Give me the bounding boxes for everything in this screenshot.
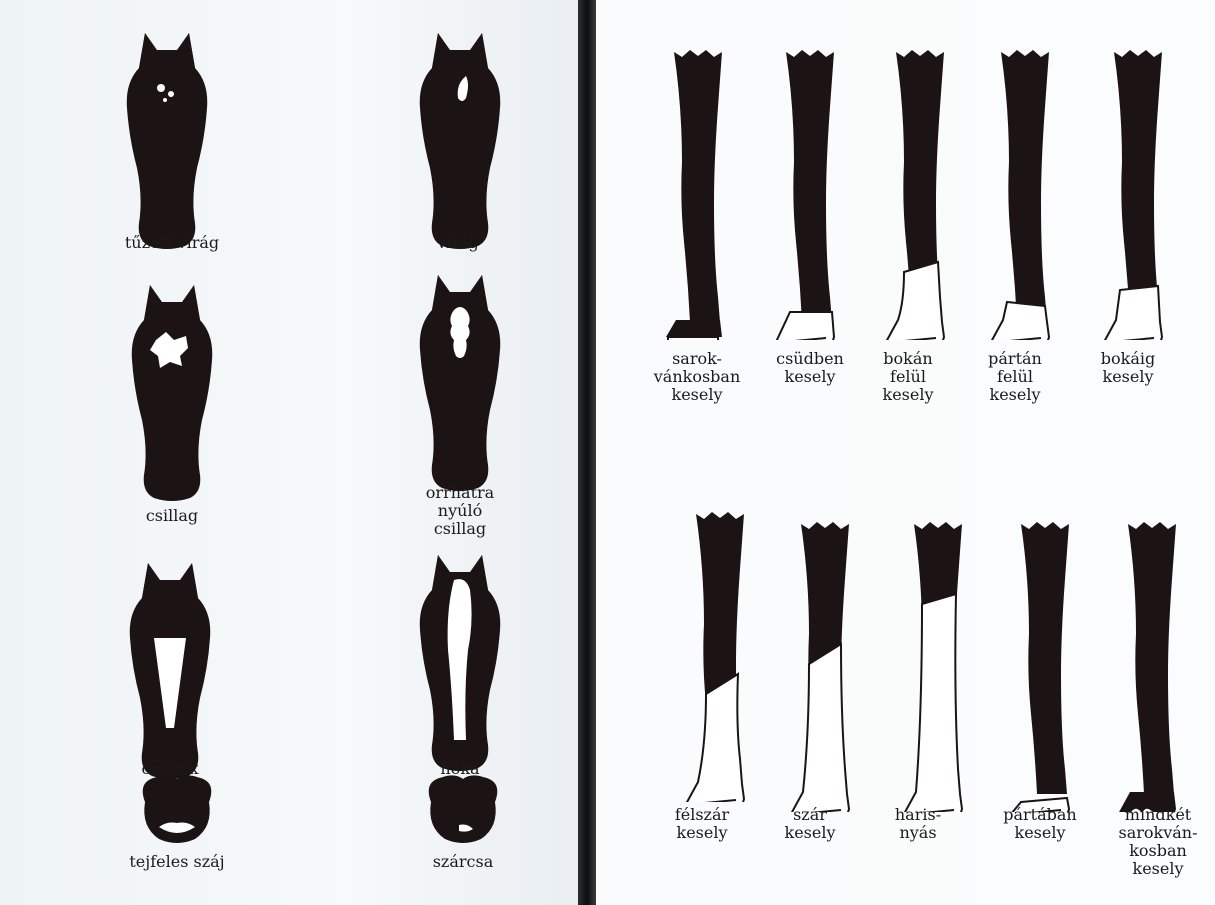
leg-label-line: vánkosban [652, 368, 742, 386]
leg-figure-csudben-kesely [770, 50, 850, 340]
leg-figure-partaban-kesely [1005, 522, 1085, 812]
leg-figure-bokaig-kesely [1098, 50, 1178, 340]
leg-label-line: pártában [995, 806, 1085, 824]
face-label-virag: virág [403, 234, 513, 252]
leg-label-line: felül [975, 368, 1055, 386]
leg-figure-felszar-kesely [680, 512, 760, 802]
leg-label-harisnyas: haris- nyás [878, 806, 958, 842]
face-label-orrhatra-nyulo-csillag: orrhátra nyúló csillag [410, 484, 510, 538]
leg-label-line: kosban [1108, 842, 1208, 860]
leg-label-partaban-kesely: pártában kesely [995, 806, 1085, 842]
leg-label-line: csüdben [770, 350, 850, 368]
leg-figure-partan-felul-kesely [985, 50, 1065, 340]
leg-label-line: szár [770, 806, 850, 824]
book-spine [578, 0, 596, 905]
face-figure-virag [405, 28, 515, 258]
face-figure-tuzott-virag [112, 28, 222, 258]
face-figure-tejfeles-szaj [132, 772, 222, 852]
leg-label-line: nyás [878, 824, 958, 842]
face-figure-csillag [117, 280, 227, 510]
face-figure-orrhatra-nyulo-csillag [405, 270, 515, 500]
face-label-szarcsa: szárcsa [418, 853, 508, 871]
leg-label-line: pártán [975, 350, 1055, 368]
leg-label-mindket-sarokvankosban-kesely: mindkét sarokván- kosban kesely [1108, 806, 1208, 878]
leg-label-line: kesely [770, 824, 850, 842]
face-figure-orrcsik [115, 558, 225, 788]
leg-figure-harisnyas [898, 522, 978, 812]
leg-figure-sarokvankosban-kesely [658, 50, 738, 340]
leg-label-line: kesely [1088, 368, 1168, 386]
leg-label-line: bokáig [1088, 350, 1168, 368]
leg-figure-szar-kesely [785, 522, 865, 812]
leg-label-bokan-felul-kesely: bokán felül kesely [868, 350, 948, 404]
leg-label-felszar-kesely: félszár kesely [662, 806, 742, 842]
leg-label-line: kesely [770, 368, 850, 386]
leg-label-line: kesely [995, 824, 1085, 842]
leg-label-csudben-kesely: csüdben kesely [770, 350, 850, 386]
leg-label-line: bokán [868, 350, 948, 368]
leg-label-line: kesely [662, 824, 742, 842]
leg-label-line: mindkét [1108, 806, 1208, 824]
leg-figure-bokan-felul-kesely [880, 50, 960, 340]
leg-label-line: haris- [878, 806, 958, 824]
leg-label-line: felül [868, 368, 948, 386]
leg-label-line: kesely [868, 386, 948, 404]
leg-label-line: kesely [975, 386, 1055, 404]
face-label-line: csillag [410, 520, 510, 538]
face-figure-hoka [405, 550, 515, 780]
leg-label-bokaig-kesely: bokáig kesely [1088, 350, 1168, 386]
face-label-line: nyúló [410, 502, 510, 520]
leg-figure-mindket-sarokvankosban-kesely [1112, 522, 1192, 812]
face-label-csillag: csillag [117, 507, 227, 525]
leg-label-line: sarok- [652, 350, 742, 368]
leg-label-sarokvankosban-kesely: sarok- vánkosban kesely [652, 350, 742, 404]
face-label-tejfeles-szaj: tejfeles száj [112, 853, 242, 871]
face-label-line: orrhátra [410, 484, 510, 502]
leg-label-line: kesely [1108, 860, 1208, 878]
leg-label-line: kesely [652, 386, 742, 404]
leg-label-partan-felul-kesely: pártán felül kesely [975, 350, 1055, 404]
leg-label-line: félszár [662, 806, 742, 824]
face-label-tuzott-virag: tűzött virág [117, 234, 227, 252]
leg-label-line: sarokván- [1108, 824, 1208, 842]
leg-label-szar-kesely: szár kesely [770, 806, 850, 842]
face-figure-szarcsa [418, 772, 508, 852]
